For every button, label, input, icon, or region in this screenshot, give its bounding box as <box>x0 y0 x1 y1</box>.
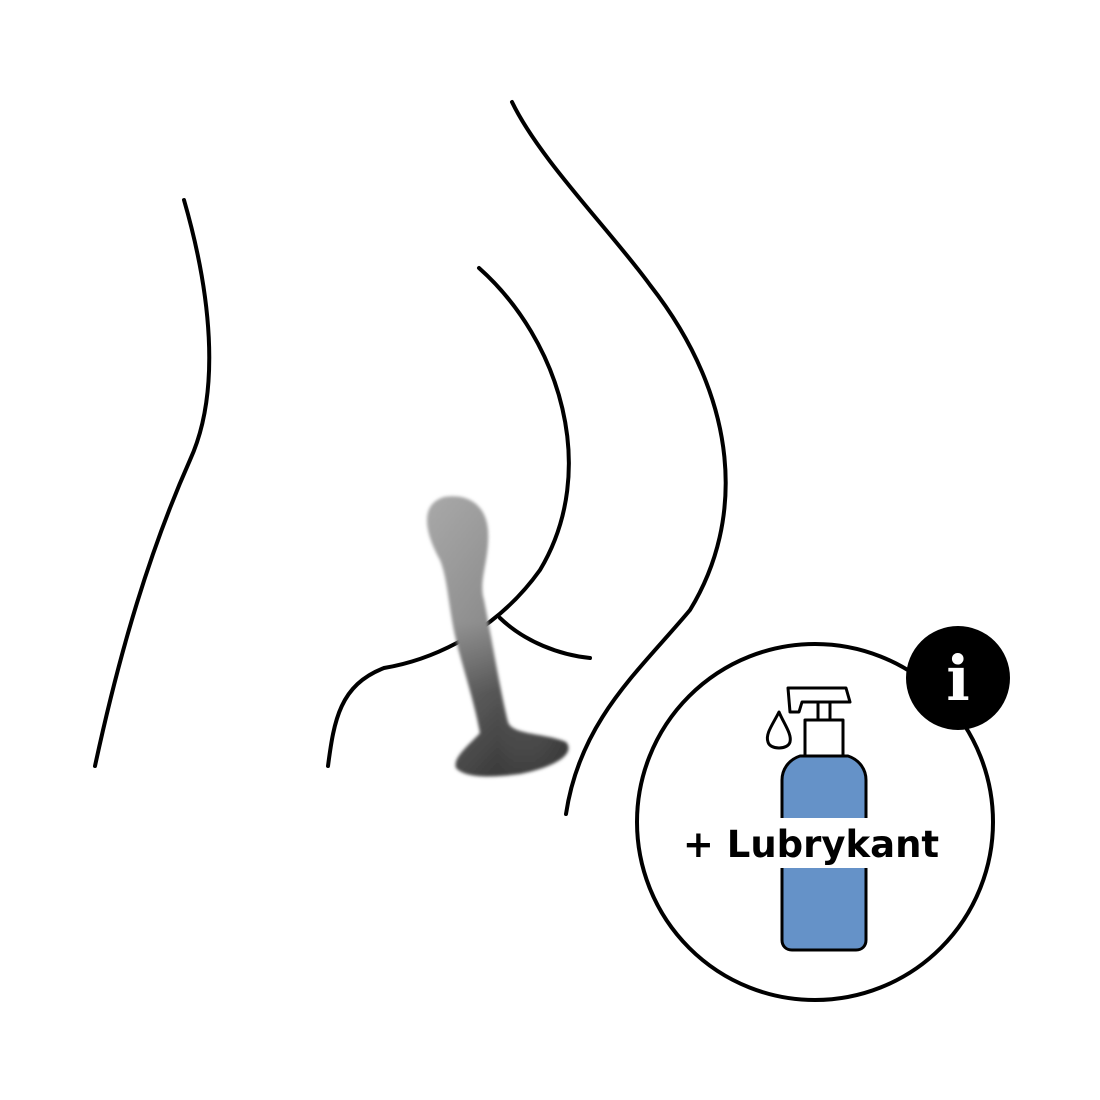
buttock-line <box>326 266 571 768</box>
toy-shading <box>426 496 569 777</box>
buttock-crease-line <box>498 616 592 660</box>
pump-stem <box>816 700 832 722</box>
body-outline <box>93 100 728 816</box>
pump-nozzle <box>786 686 852 714</box>
label-backdrop <box>688 818 936 868</box>
lubricant-callout: + Lubrykant <box>635 642 995 1002</box>
info-badge-circle <box>906 626 1010 730</box>
silicone-plug-toy <box>426 496 569 777</box>
lubricant-label: + Lubrykant <box>683 823 939 866</box>
right-leg-line <box>510 100 728 816</box>
bottle-cap <box>803 718 845 758</box>
info-icon: i <box>906 626 1010 730</box>
info-glyph: i <box>946 642 970 715</box>
left-hip-line <box>93 198 212 768</box>
drop-icon <box>765 710 792 750</box>
